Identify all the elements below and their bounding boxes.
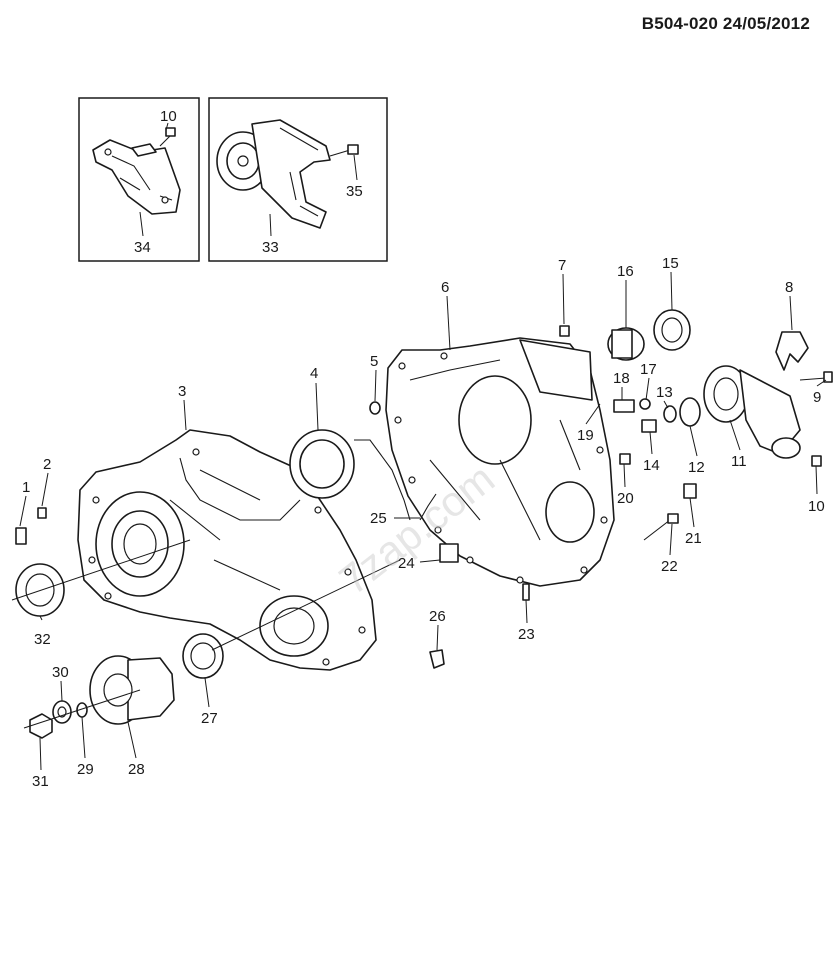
callout-18: 18 <box>613 370 630 387</box>
shift-motor-11 <box>703 365 801 459</box>
dowel-23 <box>522 583 530 601</box>
plug-21 <box>683 483 697 499</box>
seal-32 <box>15 563 65 617</box>
sensor-18 <box>613 399 635 413</box>
inset-bracket-33 <box>208 97 388 262</box>
sleeve-14 <box>641 419 657 433</box>
callout-35: 35 <box>346 183 363 200</box>
callout-4: 4 <box>310 365 318 382</box>
callout-1: 1 <box>22 479 30 496</box>
callout-13: 13 <box>656 384 673 401</box>
clip-24 <box>439 543 459 563</box>
seal-15 <box>653 309 691 351</box>
callout-2: 2 <box>43 456 51 473</box>
seal-ring-4 <box>289 429 411 521</box>
callout-28: 28 <box>128 761 145 778</box>
callout-labels: 10 34 33 35 1 2 3 4 5 6 7 16 15 8 9 10 1… <box>22 108 825 790</box>
nut-31 <box>29 713 53 739</box>
callout-25: 25 <box>370 510 387 527</box>
bolt-7 <box>559 325 570 337</box>
callout-31: 31 <box>32 773 49 790</box>
ring-13 <box>663 405 677 423</box>
leader-lines <box>11 122 827 771</box>
clip-26 <box>429 649 445 669</box>
rear-case-housing-6 <box>385 337 615 587</box>
callout-29: 29 <box>77 761 94 778</box>
callout-23: 23 <box>518 626 535 643</box>
callout-14: 14 <box>643 457 660 474</box>
callout-22: 22 <box>661 558 678 575</box>
callout-27: 27 <box>201 710 218 727</box>
dowel-2 <box>37 507 47 519</box>
callout-20: 20 <box>617 490 634 507</box>
callout-3: 3 <box>178 383 186 400</box>
bolt-10 <box>811 455 822 467</box>
callout-26: 26 <box>429 608 446 625</box>
callout-6: 6 <box>441 279 449 296</box>
callout-7: 7 <box>558 257 566 274</box>
callout-21: 21 <box>685 530 702 547</box>
callout-9: 9 <box>813 389 821 406</box>
bolt-5 <box>369 401 381 415</box>
o-ring-12 <box>679 397 701 427</box>
callout-30: 30 <box>52 664 69 681</box>
callout-11: 11 <box>731 453 747 470</box>
callout-5: 5 <box>370 353 378 370</box>
callout-32: 32 <box>34 631 51 648</box>
callout-16: 16 <box>617 263 634 280</box>
gasket-8 <box>775 331 809 371</box>
plug-20 <box>619 453 631 465</box>
washer-30 <box>52 700 72 724</box>
callout-24: 24 <box>398 555 415 572</box>
callout-10: 10 <box>808 498 825 515</box>
callout-12: 12 <box>688 459 705 476</box>
bolt-22 <box>643 513 679 541</box>
seal-27 <box>182 633 224 679</box>
flange-28 <box>89 655 175 725</box>
callout-33: 33 <box>262 239 279 256</box>
bolt-9 <box>799 371 833 383</box>
callout-10-inset: 10 <box>160 108 177 125</box>
callout-15: 15 <box>662 255 679 272</box>
callout-8: 8 <box>785 279 793 296</box>
diagram-code-date: B504-020 24/05/2012 <box>641 14 810 33</box>
callout-34: 34 <box>134 239 151 256</box>
wire-25 <box>419 493 437 521</box>
stud-1 <box>15 527 27 545</box>
bearing-16 <box>607 327 645 361</box>
callout-19: 19 <box>577 427 594 444</box>
inset-bracket-34 <box>78 97 200 262</box>
callout-17: 17 <box>640 361 657 378</box>
washer-17 <box>639 398 651 410</box>
